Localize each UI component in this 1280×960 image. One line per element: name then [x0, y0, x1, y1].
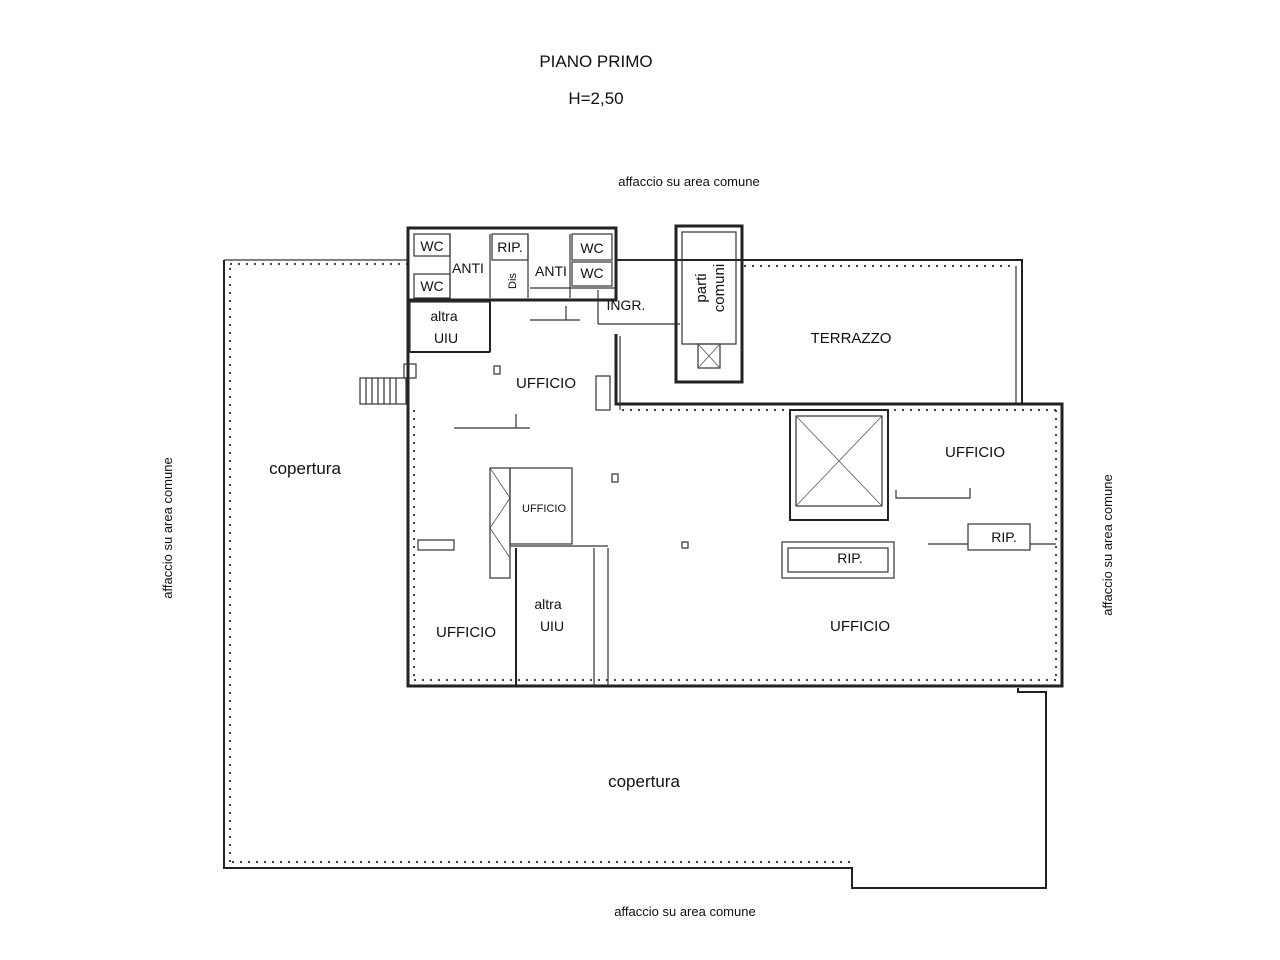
room-wc-1: WC [420, 238, 443, 254]
room-ufficio-main: UFFICIO [516, 375, 576, 392]
room-terrazzo: TERRAZZO [811, 330, 892, 347]
room-rip-mid: RIP. [837, 550, 862, 566]
terrace-outline [616, 259, 1023, 404]
room-anti-2: ANTI [535, 263, 567, 279]
room-parti-comuni-line2: comuni [711, 264, 728, 312]
room-ufficio-small: UFFICIO [522, 503, 566, 515]
surrounding-left-label: affaccio su area comune [160, 457, 175, 598]
room-ufficio-left: UFFICIO [436, 624, 496, 641]
service-block [406, 226, 680, 325]
ceiling-height: H=2,50 [568, 89, 623, 108]
external-stair [359, 363, 417, 405]
room-dis: Dis [507, 273, 519, 289]
room-ufficio-big: UFFICIO [830, 618, 890, 635]
other-unit-top [409, 301, 491, 353]
roof-outline [223, 259, 1047, 889]
room-altra-uiu-mid-line2: UIU [540, 618, 564, 634]
surrounding-right-label: affaccio su area comune [1100, 474, 1115, 615]
room-wc-4: WC [580, 265, 603, 281]
common-core [674, 224, 744, 384]
roof-label-left: copertura [269, 459, 341, 478]
room-ingr: INGR. [607, 297, 646, 313]
interior-partitions [417, 365, 689, 686]
room-rip-right: RIP. [991, 529, 1016, 545]
surrounding-top-label: affaccio su area comune [618, 174, 759, 189]
room-ufficio-right: UFFICIO [945, 444, 1005, 461]
surrounding-bottom-label: affaccio su area comune [614, 904, 755, 919]
room-altra-uiu-top-line1: altra [430, 308, 457, 324]
room-wc-3: WC [580, 240, 603, 256]
building-perimeter [406, 262, 1064, 688]
room-wc-2: WC [420, 278, 443, 294]
roof-label-bottom: copertura [608, 772, 680, 791]
room-altra-uiu-mid-line1: altra [534, 596, 561, 612]
plan-title: PIANO PRIMO [539, 52, 652, 71]
room-rip-top: RIP. [497, 239, 522, 255]
room-anti-1: ANTI [452, 260, 484, 276]
room-altra-uiu-top-line2: UIU [434, 330, 458, 346]
room-parti-comuni-line1: parti [693, 273, 710, 302]
right-partitions [781, 488, 1056, 579]
atrium-void [789, 409, 889, 521]
